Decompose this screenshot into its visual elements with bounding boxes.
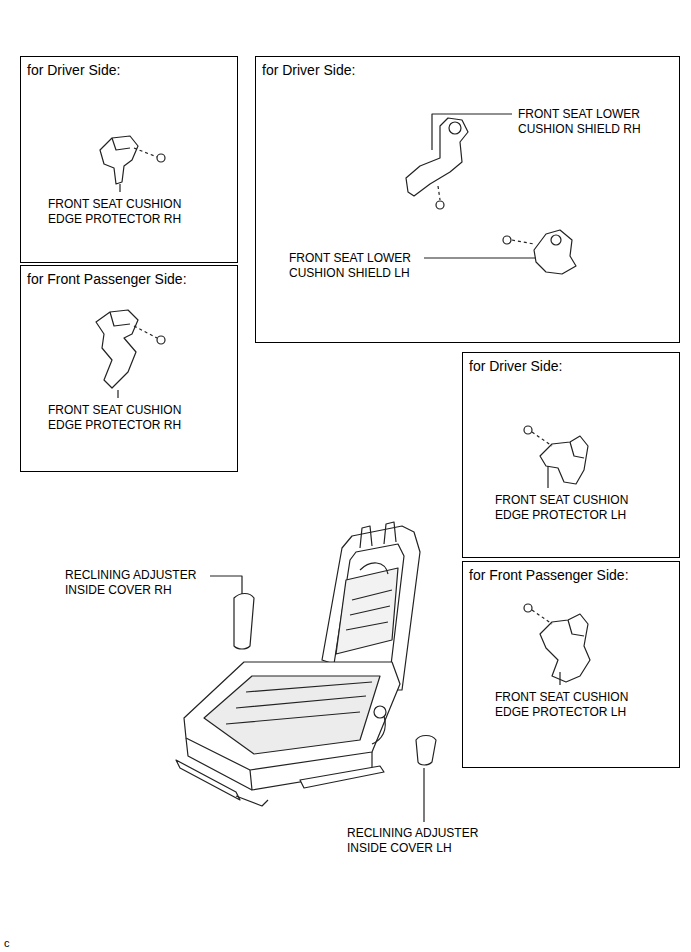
part-name: FRONT SEAT CUSHION EDGE PROTECTOR RH bbox=[48, 197, 203, 227]
panel-box: for Driver Side: FRONT SEAT LOWER CUSHION… bbox=[255, 56, 680, 343]
part-name: FRONT SEAT LOWER CUSHION SHIELD RH bbox=[518, 107, 668, 137]
panel-heading: for Front Passenger Side: bbox=[469, 568, 629, 583]
part-name: FRONT SEAT CUSHION EDGE PROTECTOR LH bbox=[495, 690, 650, 720]
part-name: FRONT SEAT CUSHION EDGE PROTECTOR RH bbox=[48, 403, 203, 433]
part-name: FRONT SEAT CUSHION EDGE PROTECTOR LH bbox=[495, 493, 650, 523]
panel-heading: for Front Passenger Side: bbox=[27, 272, 187, 287]
part-name: RECLINING ADJUSTER INSIDE COVER LH bbox=[347, 826, 497, 856]
panel-heading: for Driver Side: bbox=[262, 63, 355, 78]
panel-box: for Driver Side: FRONT SEAT CUSHION EDGE … bbox=[20, 56, 238, 263]
part-name: FRONT SEAT LOWER CUSHION SHIELD LH bbox=[289, 251, 429, 281]
panel-box: for Front Passenger Side: FRONT SEAT CUSH… bbox=[20, 265, 238, 472]
panel-box: for Driver Side: FRONT SEAT CUSHION EDGE … bbox=[462, 352, 680, 558]
panel-heading: for Driver Side: bbox=[27, 63, 120, 78]
part-name: RECLINING ADJUSTER INSIDE COVER RH bbox=[65, 568, 215, 598]
panel-box: for Front Passenger Side: FRONT SEAT CUSH… bbox=[462, 561, 680, 768]
panel-heading: for Driver Side: bbox=[469, 359, 562, 374]
figure-code: c bbox=[4, 936, 10, 951]
